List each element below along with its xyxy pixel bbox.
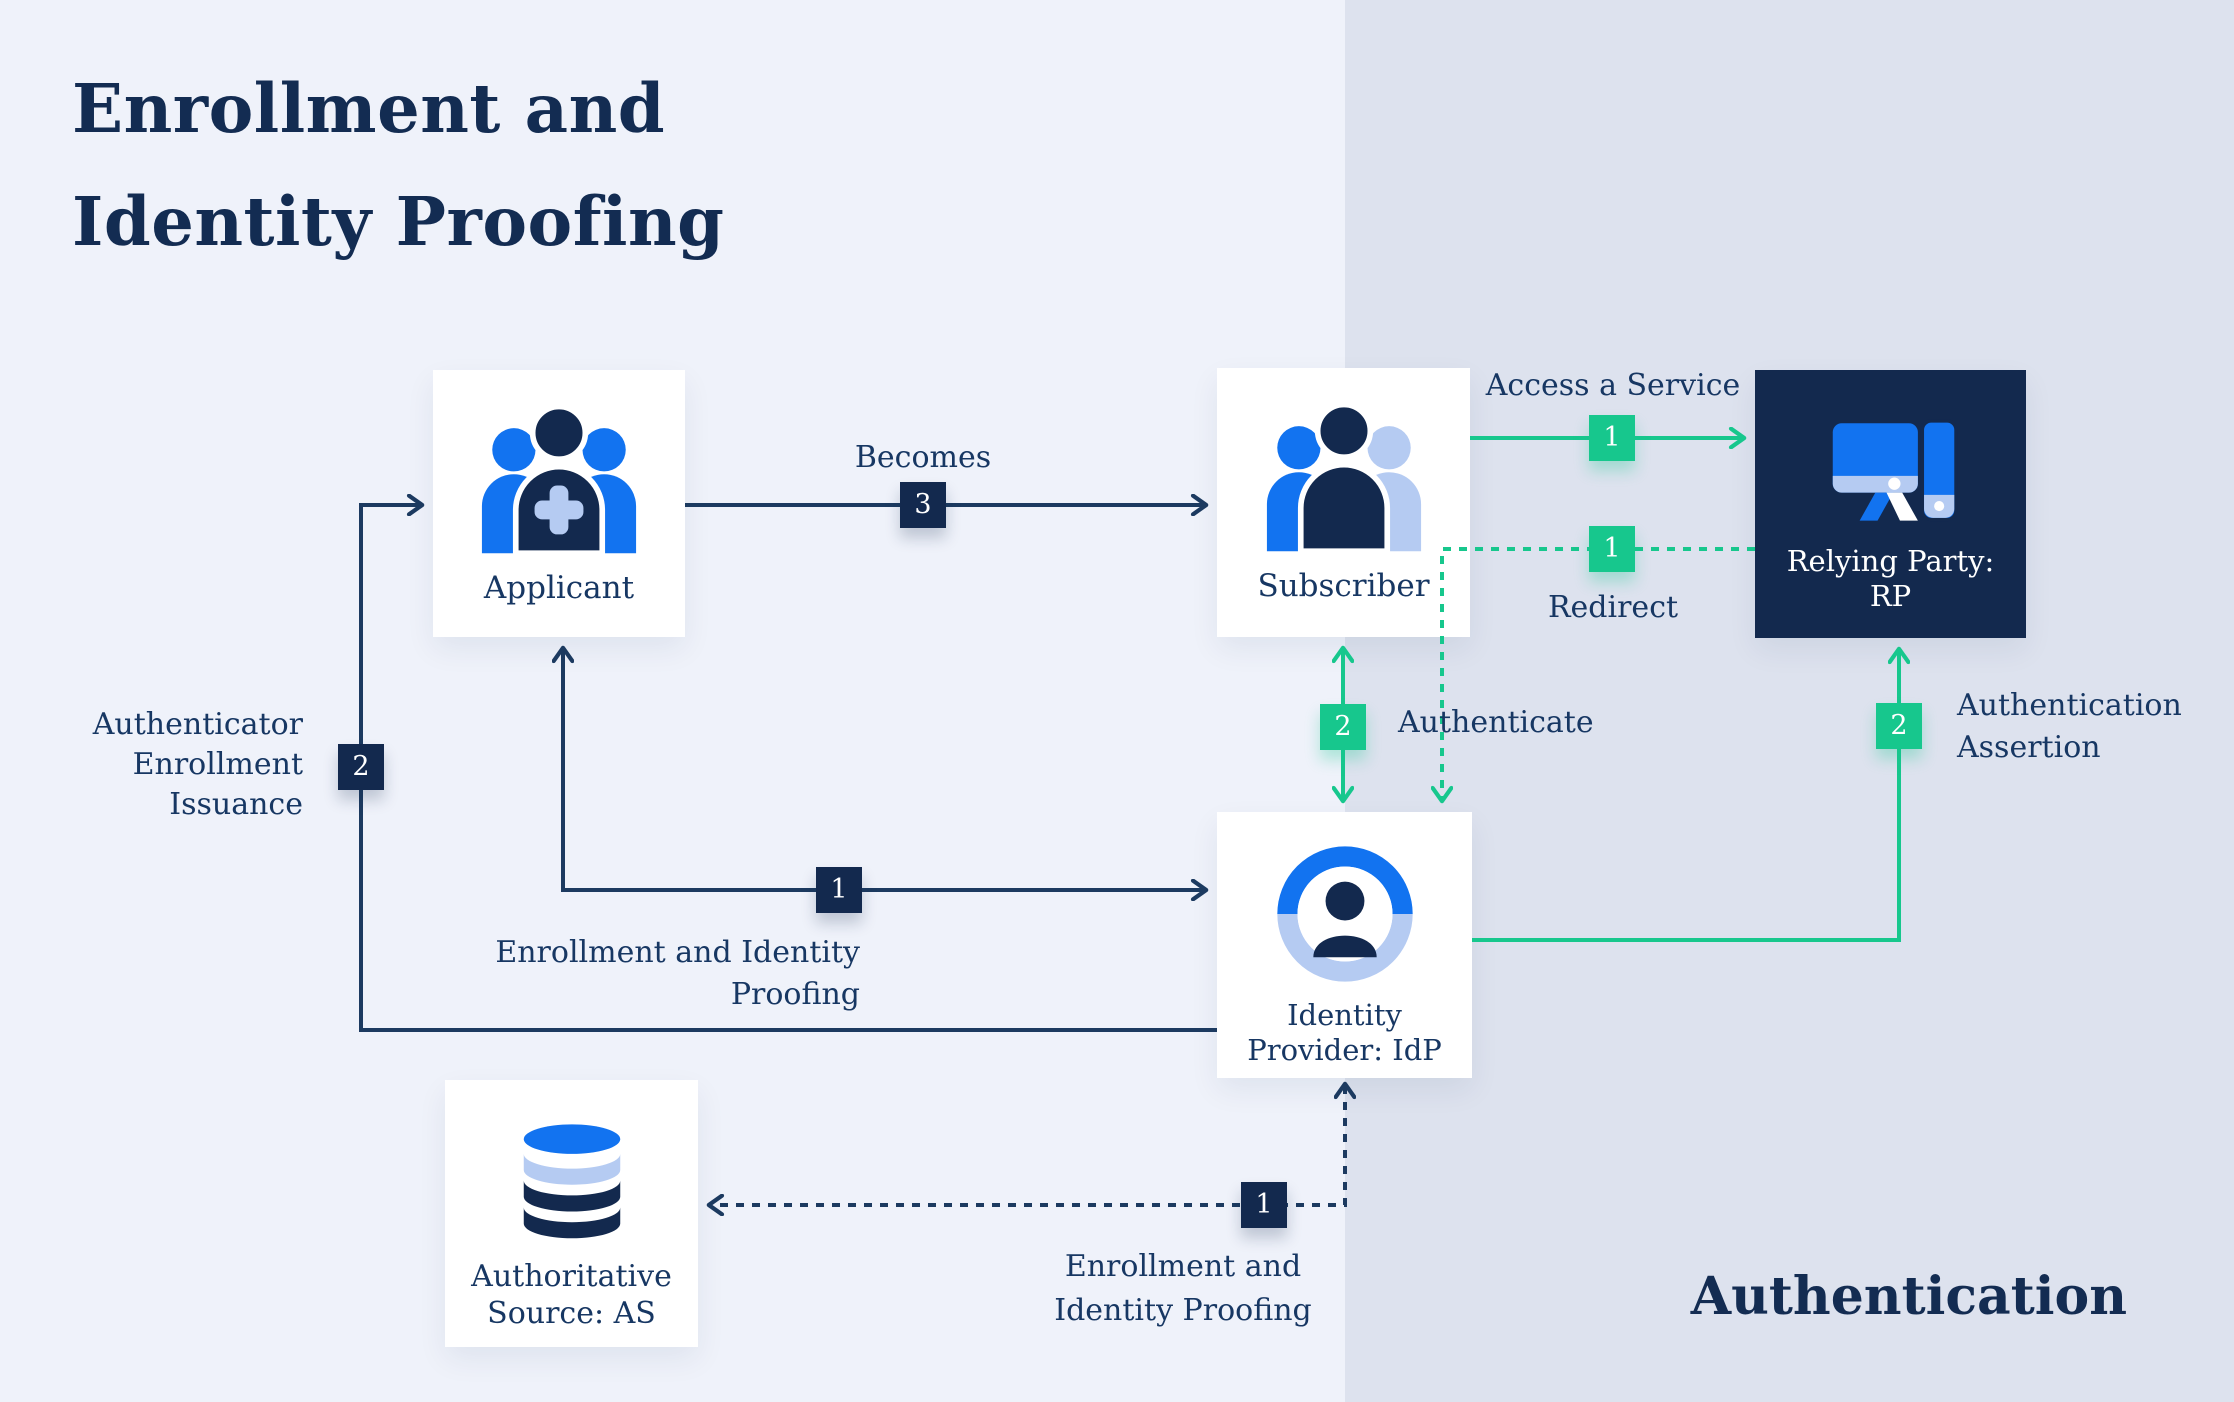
label-enrollment-identity-proofing: Enrollment and Identity Proofing (460, 932, 860, 1016)
label-enrollment-as-line2: Identity Proofing (1054, 1293, 1312, 1328)
label-authenticator-line1: Authenticator (92, 707, 303, 742)
page-title: Enrollment and Identity Proofing (72, 52, 725, 278)
people-add-icon (465, 402, 653, 558)
label-enrollment-idp-line1: Enrollment and Identity (495, 935, 860, 970)
node-identity-provider-label: Identity Provider: IdP (1247, 998, 1442, 1068)
node-relying-party-label: Relying Party: RP (1787, 544, 1995, 614)
node-applicant: Applicant (433, 370, 685, 637)
label-redirect: Redirect (1547, 590, 1679, 625)
node-identity-provider: Identity Provider: IdP (1217, 812, 1472, 1078)
node-relying-party: Relying Party: RP (1755, 370, 2026, 638)
node-applicant-label: Applicant (483, 570, 635, 606)
badge-assertion: 2 (1876, 703, 1922, 749)
node-identity-provider-label-line2: Provider: IdP (1247, 1033, 1442, 1067)
label-access-service: Access a Service (1485, 368, 1741, 403)
node-relying-party-label-line1: Relying Party: (1786, 544, 1995, 578)
badge-authenticator-issuance: 2 (338, 744, 384, 790)
node-authoritative-source-label-line1: Authoritative (471, 1259, 672, 1294)
label-authentication-assertion: Authentication Assertion (1957, 685, 2234, 769)
label-authenticator-line2: Enrollment (132, 747, 303, 782)
person-ring-icon (1273, 842, 1417, 990)
label-enrollment-idp-line2: Proofing (730, 977, 860, 1012)
node-identity-provider-label-line1: Identity (1287, 998, 1402, 1032)
badge-redirect: 1 (1589, 526, 1635, 572)
label-authenticator-enrollment-issuance: Authenticator Enrollment Issuance (58, 705, 303, 825)
node-subscriber-label: Subscriber (1257, 568, 1430, 604)
page-title-line2: Identity Proofing (72, 182, 725, 261)
badge-access-service: 1 (1589, 415, 1635, 461)
label-authenticate: Authenticate (1398, 705, 1594, 740)
label-authentication-assertion-line1: Authentication (1957, 688, 2182, 723)
node-authoritative-source-label: Authoritative Source: AS (471, 1258, 672, 1332)
badge-authenticate: 2 (1320, 704, 1366, 750)
section-label-authentication: Authentication (1690, 1266, 2127, 1327)
badge-idp-as: 1 (1241, 1182, 1287, 1228)
node-authoritative-source: Authoritative Source: AS (445, 1080, 698, 1347)
label-authenticator-line3: Issuance (169, 787, 303, 822)
label-enrollment-identity-proofing-as: Enrollment and Identity Proofing (983, 1245, 1383, 1333)
edge-enrollment-idp-line (563, 650, 1204, 890)
page-title-line1: Enrollment and (72, 69, 666, 148)
label-enrollment-as-line1: Enrollment and (1064, 1249, 1302, 1284)
node-subscriber: Subscriber (1217, 368, 1470, 637)
node-relying-party-label-line2: RP (1869, 579, 1912, 613)
people-icon (1250, 400, 1438, 556)
label-authentication-assertion-line2: Assertion (1957, 730, 2101, 765)
devices-icon (1822, 412, 1960, 528)
badge-becomes: 3 (900, 482, 946, 528)
badge-enrollment-idp: 1 (816, 867, 862, 913)
database-icon (505, 1116, 639, 1248)
label-becomes: Becomes (854, 440, 992, 475)
node-authoritative-source-label-line2: Source: AS (487, 1296, 656, 1331)
